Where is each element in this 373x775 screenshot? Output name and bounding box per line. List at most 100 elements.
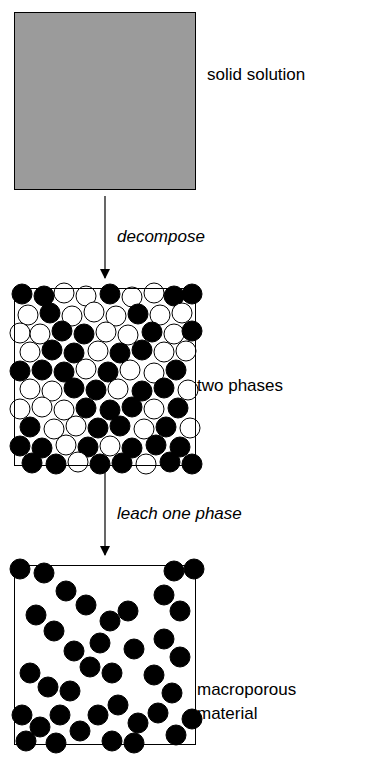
particle — [184, 559, 204, 579]
particle — [118, 601, 138, 621]
particle — [56, 435, 76, 455]
particle — [12, 284, 32, 304]
particle — [80, 657, 100, 677]
step-label: leach one phase — [117, 503, 242, 525]
particle — [182, 454, 202, 474]
particle — [90, 454, 110, 474]
particle — [60, 681, 80, 701]
particle — [154, 585, 174, 605]
particle — [18, 305, 38, 325]
solution-block: solid solution — [14, 12, 196, 190]
particle — [42, 340, 62, 360]
particle — [86, 380, 106, 400]
block-label: two phases — [197, 374, 347, 398]
process-arrow — [104, 196, 105, 278]
particle — [38, 677, 58, 697]
particle — [164, 561, 184, 581]
particle — [16, 731, 36, 751]
particle — [88, 705, 108, 725]
particle — [90, 633, 110, 653]
particle — [10, 559, 30, 579]
particle — [70, 721, 90, 741]
particle — [120, 360, 140, 380]
two-phase-block: two phases — [14, 288, 196, 466]
particle — [46, 733, 66, 753]
particle — [88, 418, 108, 438]
step-label: decompose — [117, 226, 205, 248]
particle — [124, 733, 144, 753]
block-label: solid solution — [207, 63, 357, 87]
particle — [64, 641, 84, 661]
particle — [128, 713, 148, 733]
particle — [100, 611, 120, 631]
particle — [170, 601, 190, 621]
particle — [54, 283, 74, 303]
particle — [132, 340, 152, 360]
particle — [76, 595, 96, 615]
particle — [178, 380, 198, 400]
particle — [136, 454, 156, 474]
particle — [154, 342, 174, 362]
porous-block: macroporous material — [14, 565, 196, 745]
particle — [68, 452, 88, 472]
particle — [180, 418, 200, 438]
particle — [102, 731, 122, 751]
particle — [32, 397, 52, 417]
particle — [34, 563, 54, 583]
particle — [154, 378, 174, 398]
particle — [112, 453, 132, 473]
particle — [182, 284, 202, 304]
particle — [100, 284, 120, 304]
particle — [74, 324, 94, 344]
particle — [122, 397, 142, 417]
particle — [110, 416, 130, 436]
particle — [20, 379, 40, 399]
particle — [160, 452, 180, 472]
particle — [10, 361, 30, 381]
block-label: macroporous material — [197, 678, 337, 726]
particle — [20, 663, 40, 683]
particle — [146, 435, 166, 455]
particle — [96, 322, 116, 342]
particle — [40, 303, 60, 323]
particle — [108, 379, 128, 399]
particle — [170, 647, 190, 667]
particle — [118, 325, 138, 345]
particle — [66, 416, 86, 436]
particle — [156, 417, 176, 437]
particle — [76, 359, 96, 379]
particle — [10, 323, 30, 343]
particle — [144, 665, 164, 685]
particle — [46, 454, 66, 474]
particle — [32, 360, 52, 380]
particle — [64, 378, 84, 398]
particle — [44, 621, 64, 641]
particle — [56, 581, 76, 601]
particle — [100, 436, 120, 456]
particle — [166, 360, 186, 380]
particle — [144, 283, 164, 303]
particle — [12, 705, 32, 725]
particle — [10, 436, 30, 456]
particle — [182, 321, 202, 341]
particle — [22, 453, 42, 473]
particle — [164, 324, 184, 344]
process-arrow — [104, 472, 105, 555]
particle — [10, 399, 30, 419]
particle — [154, 629, 174, 649]
porous-particles — [10, 559, 204, 753]
particle — [108, 695, 128, 715]
particle — [20, 342, 40, 362]
particle — [162, 683, 182, 703]
particle — [124, 639, 144, 659]
particle — [50, 705, 70, 725]
particle — [144, 399, 164, 419]
particle — [128, 304, 148, 324]
particle — [168, 398, 188, 418]
particle — [142, 322, 162, 342]
particle — [176, 341, 196, 361]
particle — [172, 303, 192, 323]
two-phase-particles — [10, 283, 202, 474]
particle — [20, 417, 40, 437]
particle — [76, 398, 96, 418]
